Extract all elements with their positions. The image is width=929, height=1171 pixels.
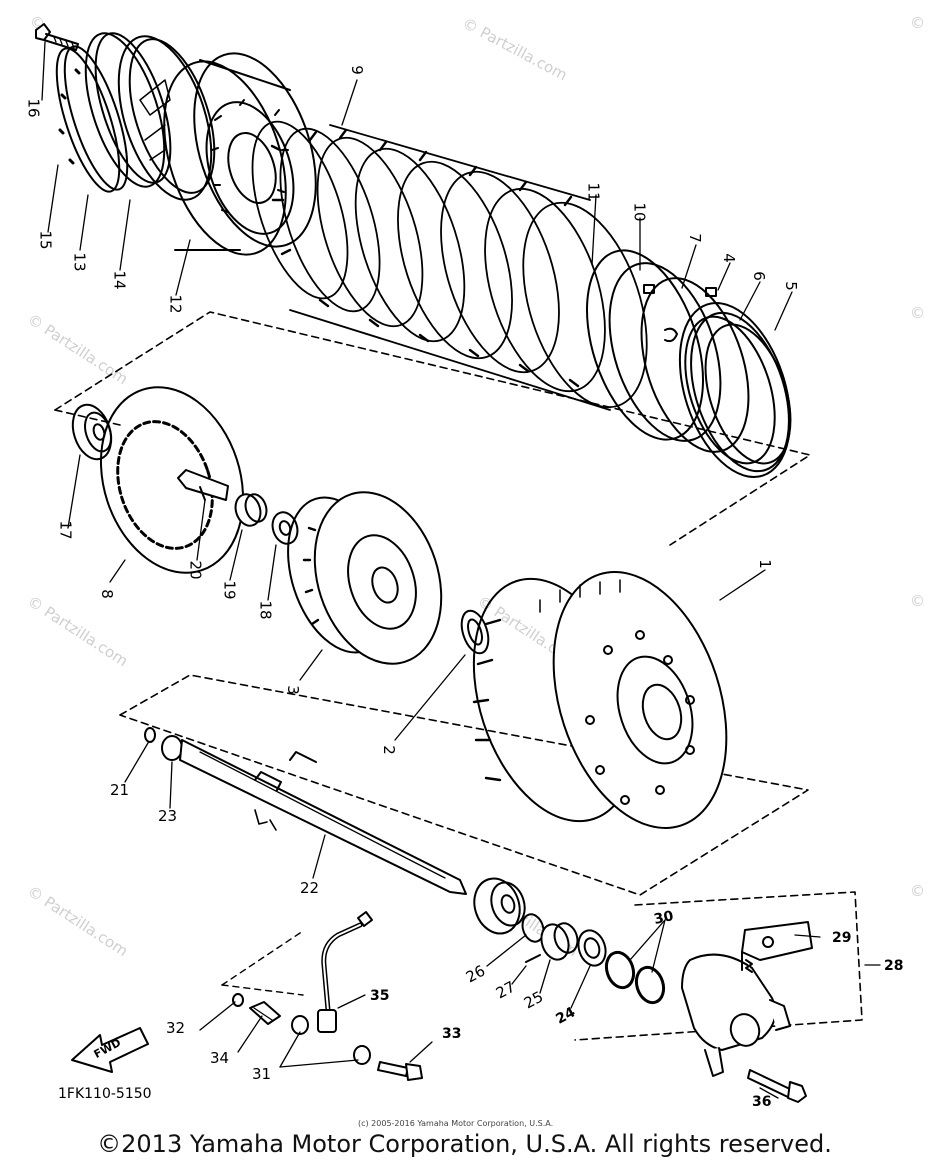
part-14-spring — [117, 35, 216, 201]
watermark-edge: © — [910, 882, 925, 900]
part-22-push-rod-shaft — [179, 739, 467, 895]
part-23-ball — [161, 735, 183, 761]
callout-22: 22 — [300, 879, 320, 897]
part-5-wire-ring — [678, 302, 792, 478]
callout-15: 15 — [36, 230, 55, 250]
callout-36: 36 — [752, 1094, 772, 1110]
callout-4: 4 — [719, 253, 738, 263]
callout-13: 13 — [70, 252, 89, 272]
diagram-code: 1FK110-5150 — [58, 1086, 152, 1102]
clutch-plate-stack — [251, 120, 648, 411]
callout-29: 29 — [832, 930, 852, 946]
part-18-washer — [271, 511, 299, 545]
leader-lines — [41, 41, 881, 1099]
callout-23: 23 — [158, 807, 178, 825]
part-15-plate — [55, 45, 129, 193]
part-bearing-shaft-end — [473, 877, 526, 935]
callout-16: 16 — [24, 98, 43, 118]
part-26-o-ring — [521, 913, 545, 943]
part-34-union-bolt — [249, 1001, 281, 1025]
callout-18: 18 — [256, 600, 275, 620]
callout-5: 5 — [781, 281, 800, 291]
callout-35: 35 — [370, 988, 390, 1004]
callout-11: 11 — [584, 182, 603, 202]
part-2-thrust-washer — [460, 609, 490, 655]
callout-20: 20 — [186, 560, 205, 580]
part-6-spring-seat — [640, 277, 750, 453]
callout-33: 33 — [442, 1026, 462, 1042]
part-30-seals — [604, 950, 666, 1005]
part-29-lever — [741, 921, 813, 973]
fwd-arrow-icon — [71, 1027, 149, 1073]
part-12-starter-clutch — [163, 52, 317, 256]
part-21-circlip — [144, 727, 156, 743]
part-36-bolt — [747, 1069, 807, 1103]
callout-17: 17 — [56, 520, 75, 540]
part-19-collar — [234, 493, 268, 527]
part-27-pin — [525, 954, 541, 963]
callout-1: 1 — [755, 559, 774, 569]
callout-32: 32 — [166, 1019, 186, 1037]
callout-34: 34 — [210, 1049, 230, 1067]
part-31-copper-washer — [291, 1015, 371, 1065]
part-16-bolt — [35, 23, 79, 51]
callout-2: 2 — [379, 745, 398, 755]
watermark-edge: © — [910, 592, 925, 610]
callout-21: 21 — [110, 781, 130, 799]
callout-7: 7 — [685, 233, 704, 243]
callout-8: 8 — [97, 589, 116, 599]
small-copyright: (c) 2005-2016 Yamaha Motor Corporation, … — [358, 1119, 554, 1128]
part-28-release-cylinder — [681, 953, 791, 1077]
part-8-gear-plate — [99, 386, 245, 574]
callout-3: 3 — [283, 685, 302, 695]
part-17-bearing — [71, 403, 113, 461]
copyright-footer: ©2013 Yamaha Motor Corporation, U.S.A. A… — [97, 1130, 832, 1158]
part-35-hose — [317, 911, 373, 1033]
callout-31: 31 — [252, 1065, 272, 1083]
callout-14: 14 — [110, 270, 129, 290]
callout-10: 10 — [630, 202, 649, 222]
part-24-seal — [577, 929, 607, 967]
part-1-clutch-housing — [472, 571, 728, 829]
part-25-bush — [540, 922, 579, 961]
part-3-clutch-boss — [287, 491, 443, 665]
callout-19: 19 — [220, 580, 239, 600]
alignment-box-pipe — [221, 930, 304, 996]
callout-28: 28 — [884, 958, 904, 974]
part-20-push-rod — [177, 469, 229, 501]
part-32-washer — [232, 993, 244, 1007]
watermark-edge: © — [910, 14, 925, 32]
callout-9: 9 — [347, 65, 366, 75]
alignment-box-lower — [119, 674, 809, 896]
callout-12: 12 — [166, 294, 185, 314]
callout-6: 6 — [749, 271, 768, 281]
part-13-plate — [84, 32, 172, 188]
part-7-pressure-plate — [586, 249, 722, 442]
part-33-bolt — [377, 1061, 423, 1081]
watermark-edge: © — [910, 304, 925, 322]
